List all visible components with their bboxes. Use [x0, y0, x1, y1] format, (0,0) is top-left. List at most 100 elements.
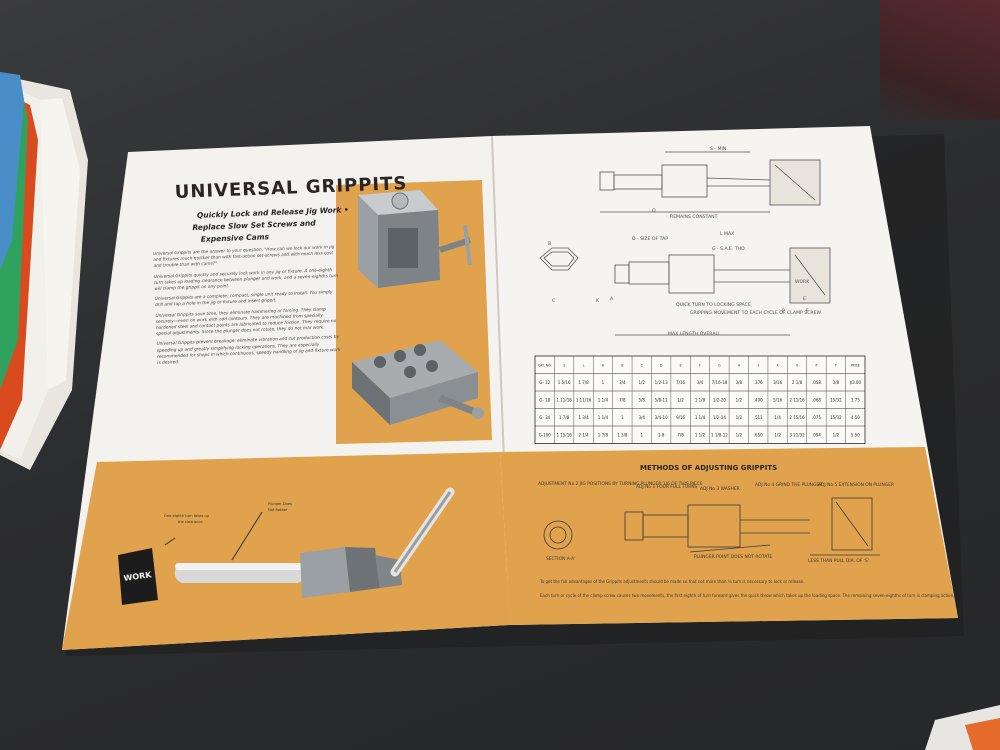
table-cell: .068 [812, 397, 821, 402]
svg-text:E: E [803, 296, 806, 302]
table-cell: 5.50 [851, 432, 860, 437]
table-cell: .400 [754, 397, 763, 402]
table-cell: 3 21/32 [789, 432, 805, 437]
table-header-cell: E [680, 363, 682, 367]
methods-drawing [543, 497, 880, 556]
jig-block-illustration [358, 190, 472, 288]
table-cell: 5/8 [639, 397, 646, 402]
svg-text:S - MIN: S - MIN [710, 146, 726, 152]
svg-text:QUICK TURN TO LOCKING SPACE: QUICK TURN TO LOCKING SPACE [676, 302, 751, 308]
table-cell: 1/4 [774, 415, 781, 420]
svg-text:MAX LENGTH OVERALL: MAX LENGTH OVERALL [668, 331, 721, 337]
table-cell: G-100 [539, 432, 552, 437]
corner-brochure [925, 705, 1000, 750]
fixture-plate-illustration [352, 340, 484, 425]
svg-text:ADJ No 4 GRIND THE PLUNGER: ADJ No 4 GRIND THE PLUNGER [755, 482, 822, 488]
table-cell: .058 [812, 380, 821, 385]
svg-text:K: K [596, 298, 600, 304]
svg-text:L MAX: L MAX [720, 231, 734, 237]
table-cell: 3/4-10 [655, 415, 668, 420]
table-cell: 1 7/8 [578, 380, 589, 385]
table-cell: 1 [621, 415, 624, 420]
methods-title: METHODS OF ADJUSTING GRIPPITS [640, 464, 777, 472]
svg-text:B: B [548, 241, 551, 247]
table-cell: 2 11/16 [789, 397, 805, 402]
table-header-cell: CAT. NO. [538, 363, 552, 367]
svg-text:ADJ No 1 FOUR FULL TURNS: ADJ No 1 FOUR FULL TURNS [636, 484, 698, 490]
left-orange-band [62, 452, 510, 650]
table-header-cell: H [738, 363, 741, 367]
table-cell: 1 7/8 [598, 432, 609, 437]
table-cell: 3/8 [833, 380, 840, 385]
table-header-cell: PRICE [851, 363, 860, 367]
svg-text:Expensive Cams: Expensive Cams [201, 232, 270, 244]
table-cell: 5/16 [773, 397, 782, 402]
table-cell: 1/2 [833, 432, 840, 437]
table-cell: 1 5/16 [558, 380, 571, 385]
table-cell: 15/32 [830, 415, 842, 420]
table-header-cell: L [583, 363, 585, 367]
table-cell: 1 11/16 [576, 397, 592, 402]
table-cell: 9/16 [676, 415, 685, 420]
table-cell: 3/16 [773, 380, 782, 385]
table-header-cell: B [621, 363, 623, 367]
table-cell: 1 1/2 [695, 432, 706, 437]
table-cell: 1/2 [736, 397, 743, 402]
drawing-top [599, 151, 821, 213]
table-header-cell: S [563, 363, 565, 367]
svg-text:D - SIZE OF TAP: D - SIZE OF TAP [632, 236, 668, 242]
table-cell: G- 18 [539, 397, 550, 402]
table-cell: 1 7/8 [559, 415, 570, 420]
table-cell: .094 [812, 432, 821, 437]
table-cell: 1/2 [736, 415, 743, 420]
table-cell: 15/32 [830, 397, 842, 402]
floor-corner [880, 0, 1000, 120]
svg-text:A: A [610, 296, 614, 302]
table-cell: 1 15/16 [556, 432, 572, 437]
table-cell: 1 3/4 [578, 415, 589, 420]
brochure-stack [0, 72, 88, 470]
drawing-middle [539, 247, 831, 336]
table-cell: G- 12 [539, 380, 550, 385]
table-cell: 2 15/16 [789, 415, 805, 420]
table-header-cell: J [757, 363, 759, 367]
table-cell: 3/4 [639, 415, 646, 420]
table-cell: 1/2-13 [655, 380, 668, 385]
right-orange-band [500, 447, 958, 625]
svg-text:P: P [782, 308, 785, 314]
table-cell: 1 1/8-12 [711, 432, 728, 437]
table-cell: 1 1/8 [695, 397, 706, 402]
callout-left-1: One-eighth turn takes up [164, 514, 210, 518]
table-cell: 3/4 [619, 380, 626, 385]
table-header-cell: C [641, 363, 644, 367]
svg-text:F: F [806, 308, 809, 314]
table-cell: 3.75 [851, 397, 860, 402]
svg-text:GRIPPING MOVEMENT TO EACH CYCL: GRIPPING MOVEMENT TO EACH CYCLE OF CLAMP… [690, 310, 821, 316]
table-header-cell: T [834, 363, 837, 367]
table-header-cell: A [602, 363, 605, 367]
callout-left-2: the clearance [178, 520, 203, 524]
bottom-callouts: One-eighth turn takes up the clearance P… [164, 502, 292, 524]
table-cell: 1 [602, 380, 605, 385]
table-cell: 1 11/16 [556, 397, 572, 402]
svg-text:G - S.A.E. THD.: G - S.A.E. THD. [712, 246, 746, 252]
table-cell: .511 [754, 415, 763, 420]
table-header-cell: P [816, 363, 818, 367]
methods-labels: ADJUSTMENT No 2 JIG POSITIONS BY TURNING… [538, 481, 894, 564]
table-cell: $3.00 [850, 380, 862, 385]
table-header-cell: K [777, 363, 780, 367]
table-header-cell: G [718, 363, 721, 367]
callout-right-1: Plunger Does [268, 502, 292, 506]
svg-text:LESS THAN PULL DIA. OF 'S': LESS THAN PULL DIA. OF 'S' [808, 558, 869, 564]
table-cell: 4.50 [851, 415, 860, 420]
table-cell: 7/16-18 [712, 380, 728, 385]
body-paragraph: Universal Grippits prevent breakage, eli… [156, 335, 341, 366]
table-cell: 1/2 [774, 432, 781, 437]
work-label: WORK [123, 570, 153, 583]
table-cell: 1/2-14 [713, 415, 726, 420]
table-cell: 2 1/4 [578, 432, 589, 437]
table-frame [534, 355, 866, 444]
grippit-illustration: WORK [118, 487, 455, 605]
svg-text:SECTION A-A': SECTION A-A' [546, 556, 575, 562]
